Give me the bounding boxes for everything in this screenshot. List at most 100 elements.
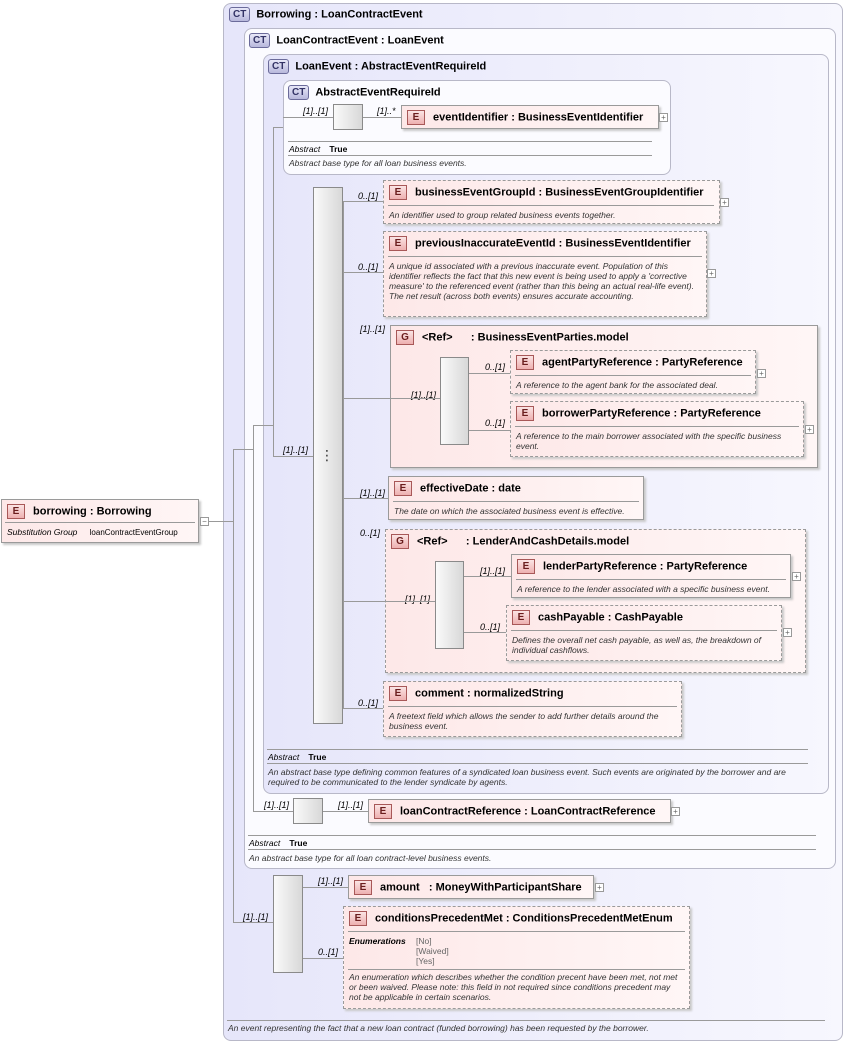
colon: : [558,237,563,250]
card-aer-seq: [1]..[1] [303,106,329,116]
expand-icon[interactable]: + [805,425,814,434]
element-name: loanContractReference [400,805,522,818]
element-desc: An identifier used to group related busi… [389,210,616,220]
group-type: BusinessEventParties.model [477,331,629,344]
wire [469,373,510,374]
card-comment: 0..[1] [358,698,379,708]
card-bep-seq: [1]..[1] [411,390,437,400]
card-cpm: 0..[1] [318,947,339,957]
divider [288,141,652,142]
element-desc: A reference to the lender associated wit… [517,584,770,594]
colon: : [89,505,94,518]
sequence-compositor-lcr [293,798,323,824]
element-name: borrowing [33,505,87,518]
element-type: date [498,482,521,495]
divider [393,501,639,502]
wire [343,272,383,273]
element-badge-icon: E [516,355,534,370]
abstract-value: True [289,838,308,848]
element-badge-icon: E [389,236,407,251]
element-desc: A reference to the agent bank for the as… [516,380,718,390]
card-lcr-seq: [1]..[1] [264,800,290,810]
sequence-compositor-lcd [435,561,464,649]
divider [516,579,786,580]
wire [464,632,506,633]
ct-lce-abstract: Abstract True [249,837,307,849]
expand-icon[interactable]: + [707,269,716,278]
ct-badge-icon: CT [268,59,290,74]
expand-icon[interactable]: + [783,628,792,637]
substitution-group: Substitution Group loanContractEventGrou… [7,526,178,538]
abstract-label: Abstract [249,838,281,848]
wire [209,521,233,522]
wire [343,201,344,709]
group-title: G<Ref> : BusinessEventParties.model [396,330,629,345]
sequence-icon: ⋮ [320,447,334,463]
colon: : [655,356,659,369]
group-type: LenderAndCashDetails.model [472,535,630,548]
divider [388,205,714,206]
card-pie: 0..[1] [358,262,379,272]
expand-icon[interactable]: + [595,883,604,892]
colon: : [354,60,359,73]
sequence-compositor-main [313,187,343,724]
divider [227,1020,825,1021]
element-type: PartyReference [680,407,761,420]
group-badge-icon: G [391,534,409,549]
divider [348,931,685,932]
element-type: ConditionsPrecedentMetEnum [512,912,673,925]
colon: : [673,407,678,420]
expand-icon[interactable]: + [659,113,668,122]
divider [248,849,816,850]
element-name: conditionsPrecedentMet [375,912,503,925]
expand-icon[interactable]: + [792,572,801,581]
wire [464,576,511,577]
ref-label: <Ref> [422,331,453,344]
element-type: BusinessEventGroupIdentifier [545,186,704,199]
colon: : [491,482,496,495]
expand-icon[interactable]: + [720,198,729,207]
collapse-icon[interactable]: − [200,517,209,526]
wire [469,430,510,431]
wire [385,601,435,602]
ct-badge-icon: CT [229,7,251,22]
ref-label: <Ref> [417,535,448,548]
ct-aer-name: AbstractEventRequireId [315,86,441,99]
enum-label: Enumerations [349,936,406,946]
enum-value: [No] [416,936,432,946]
expand-icon[interactable]: + [757,369,766,378]
element-type: PartyReference [661,356,743,369]
expand-icon[interactable]: + [671,807,680,816]
card-lcd: 0..[1] [360,528,381,538]
sequence-compositor-bep [440,357,469,445]
abstract-label: Abstract [289,144,321,154]
wire [343,498,388,499]
element-name: eventIdentifier [433,111,509,124]
element-desc: A freetext field which allows the sender… [389,711,659,731]
divider [515,426,799,427]
abstract-value: True [308,752,327,762]
colon: : [380,34,385,47]
element-badge-icon: E [516,406,534,421]
